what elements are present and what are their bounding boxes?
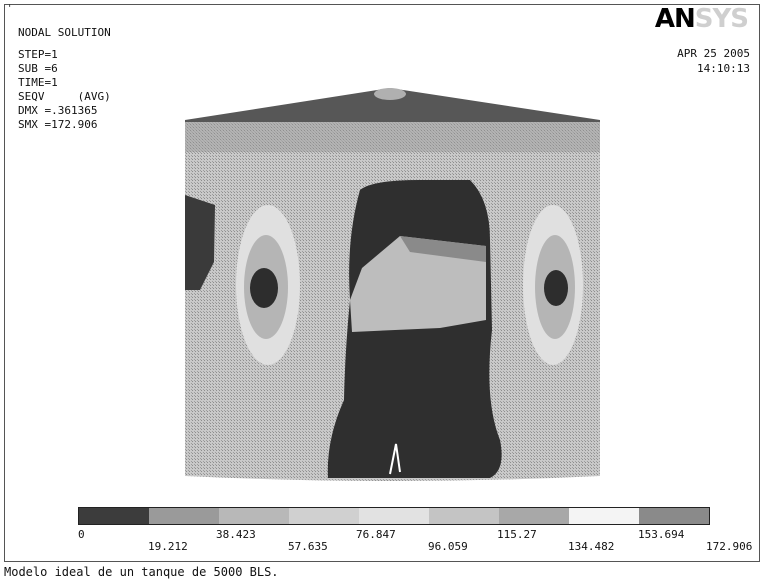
legend-label: 19.212 bbox=[148, 540, 188, 553]
legend-label: 115.27 bbox=[497, 528, 537, 541]
legend-label: 96.059 bbox=[428, 540, 468, 553]
legend-band-4 bbox=[359, 508, 429, 524]
legend-label: 0 bbox=[78, 528, 85, 541]
legend-label: 172.906 bbox=[706, 540, 753, 553]
ansys-logo: ANSYS bbox=[654, 4, 749, 34]
right-nozzle-core bbox=[544, 270, 568, 306]
legend-band-3 bbox=[289, 508, 359, 524]
plot-caption: Modelo ideal de un tanque de 5000 BLS. bbox=[4, 565, 279, 579]
solution-line-seqv: SEQV (AVG) bbox=[18, 90, 111, 103]
graphics-frame bbox=[4, 4, 760, 562]
left-nozzle-core bbox=[250, 268, 278, 308]
timestamp-date: APR 25 2005 bbox=[677, 47, 750, 60]
solution-line-sub: SUB =6 bbox=[18, 62, 58, 75]
legend-label: 153.694 bbox=[638, 528, 685, 541]
legend-band-8 bbox=[639, 508, 709, 524]
legend-band-7 bbox=[569, 508, 639, 524]
shell-band-upper bbox=[185, 122, 600, 152]
legend-band-0 bbox=[79, 508, 149, 524]
corner-mark: ' bbox=[7, 4, 13, 14]
timestamp-time: 14:10:13 bbox=[697, 62, 750, 75]
solution-line-dmx: DMX =.361365 bbox=[18, 104, 98, 117]
solution-info: NODAL SOLUTION STEP=1 SUB =6 TIME=1 SEQV… bbox=[18, 26, 111, 132]
central-mid-panel bbox=[400, 236, 486, 262]
legend-band-2 bbox=[219, 508, 289, 524]
central-light-panel bbox=[350, 236, 486, 332]
tank-roof bbox=[185, 88, 600, 124]
contour-legend-bar bbox=[78, 507, 710, 525]
roof-vent bbox=[374, 88, 406, 100]
contour-legend-labels: 0 38.423 76.847 115.27 153.694 19.212 57… bbox=[0, 528, 762, 558]
legend-band-5 bbox=[429, 508, 499, 524]
solution-line-smx: SMX =172.906 bbox=[18, 118, 98, 131]
timestamp: APR 25 2005 14:10:13 bbox=[677, 46, 750, 76]
left-dark-region bbox=[185, 195, 215, 290]
legend-band-1 bbox=[149, 508, 219, 524]
legend-label: 38.423 bbox=[216, 528, 256, 541]
base-mark bbox=[389, 443, 401, 475]
tank-stress-contour-plot bbox=[185, 88, 600, 481]
legend-label: 76.847 bbox=[356, 528, 396, 541]
legend-label: 134.482 bbox=[568, 540, 615, 553]
solution-title: NODAL SOLUTION bbox=[18, 26, 111, 39]
legend-band-6 bbox=[499, 508, 569, 524]
solution-line-step: STEP=1 bbox=[18, 48, 58, 61]
solution-line-time: TIME=1 bbox=[18, 76, 58, 89]
legend-label: 57.635 bbox=[288, 540, 328, 553]
